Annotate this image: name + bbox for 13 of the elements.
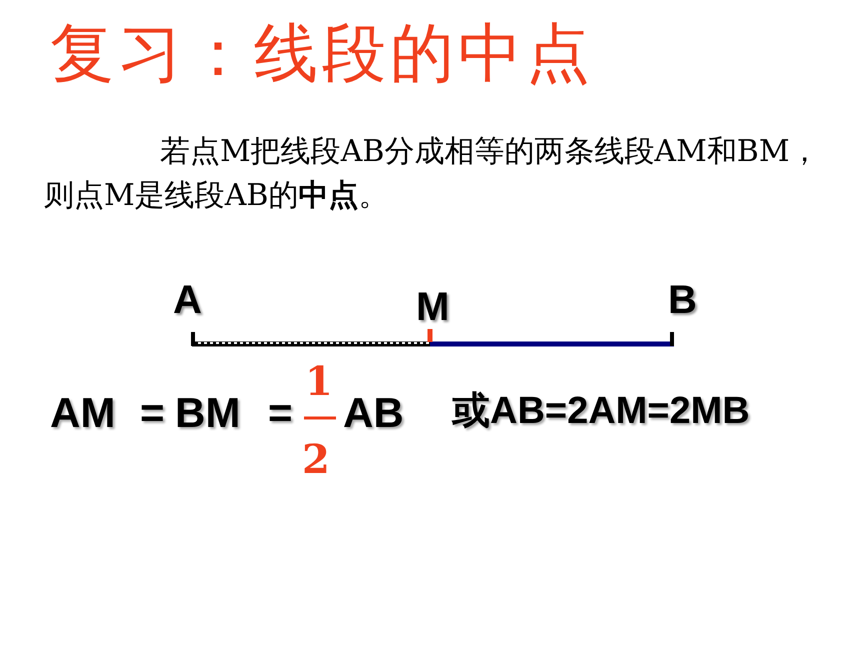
fraction-denominator: 2: [302, 440, 330, 480]
point-label: M: [416, 287, 450, 327]
equals-sign: =: [140, 392, 165, 434]
formula-text: AB: [343, 392, 404, 434]
formula-text: AM: [50, 392, 116, 434]
formula-text: BM: [175, 392, 240, 434]
fraction-numerator: 1: [305, 362, 333, 402]
equals-sign: =: [268, 392, 293, 434]
formula-text: 或AB=2AM=2MB: [452, 392, 750, 430]
point-label: A: [173, 280, 202, 320]
slide-title: 复习：线段的中点: [50, 22, 594, 86]
point-label: B: [668, 280, 697, 320]
statement-text: 若点M把线段AB分成相等的两条线段AM和BM，则点M是线段AB的中点。: [44, 133, 821, 215]
